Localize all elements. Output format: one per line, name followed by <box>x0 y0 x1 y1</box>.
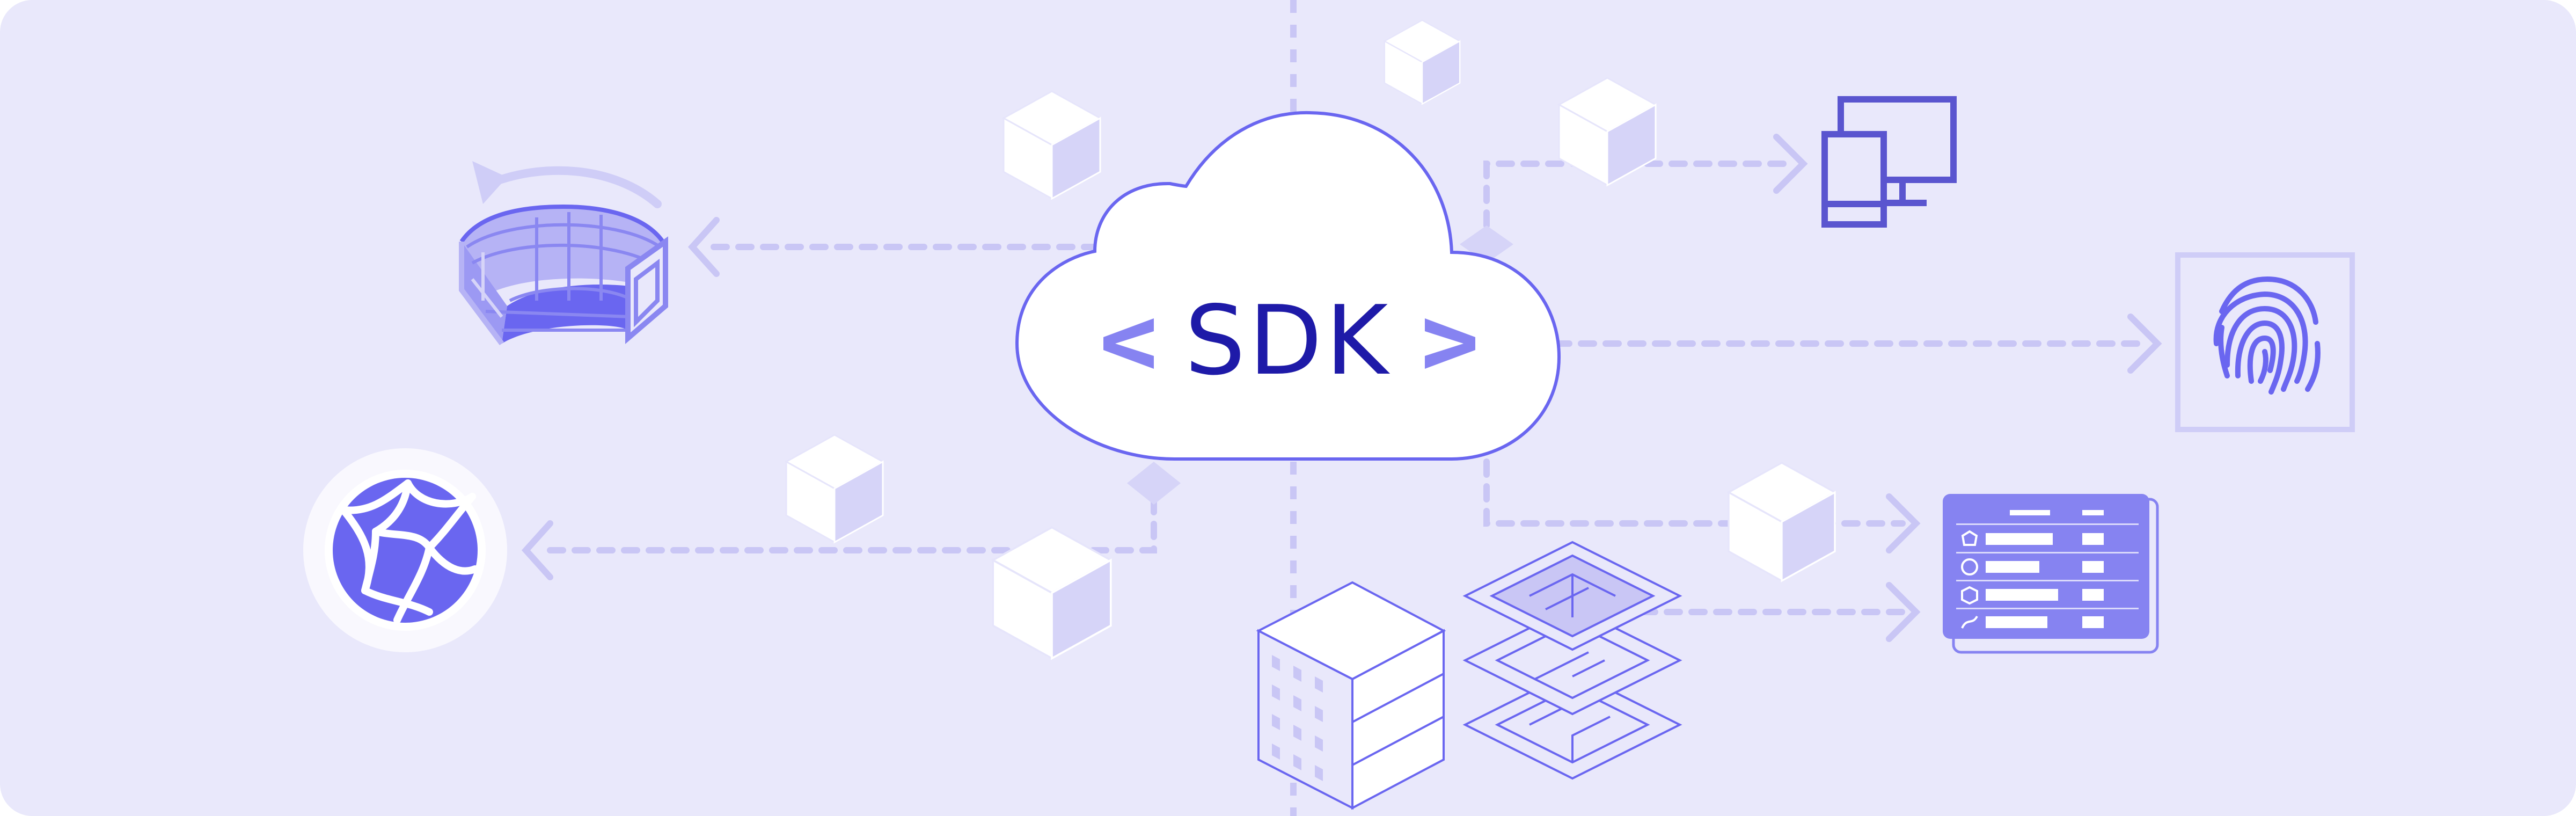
code-brackets-icon <box>1103 318 1475 369</box>
connectors <box>521 134 2162 642</box>
cloud-icon <box>1015 111 1561 461</box>
arrow-to-devices <box>1773 134 1808 194</box>
connector-to-data-panel <box>1483 458 1906 527</box>
tree-icon <box>1961 530 1978 546</box>
map-layers-icon <box>1462 541 1682 780</box>
fingerprint-icon <box>2175 252 2355 432</box>
sdk-label: SDK <box>1184 285 1392 396</box>
data-list-panel-icon <box>1943 494 2159 654</box>
arrow-to-data-panel-2 <box>1886 582 1921 642</box>
connector-to-devices <box>1483 161 1796 229</box>
arrow-to-fingerprint <box>2127 314 2162 374</box>
3d-stadium-icon <box>459 161 668 345</box>
connector-to-globe <box>544 496 1157 553</box>
building-icon <box>1256 581 1446 810</box>
connector-node <box>1127 462 1181 505</box>
arrow-to-data-panel-1 <box>1886 493 1921 553</box>
left-angle-bracket <box>1103 318 1154 369</box>
line-chart-icon <box>1961 615 1978 629</box>
globe-map-icon <box>303 448 507 652</box>
cube-list-icon <box>1961 586 1978 605</box>
arrow-to-globe <box>521 520 553 580</box>
phone-icon <box>1821 131 1887 228</box>
arrow-to-stadium <box>687 217 720 277</box>
location-icon <box>1961 558 1978 575</box>
right-angle-bracket <box>1425 318 1475 369</box>
devices-icon <box>1821 96 1957 228</box>
